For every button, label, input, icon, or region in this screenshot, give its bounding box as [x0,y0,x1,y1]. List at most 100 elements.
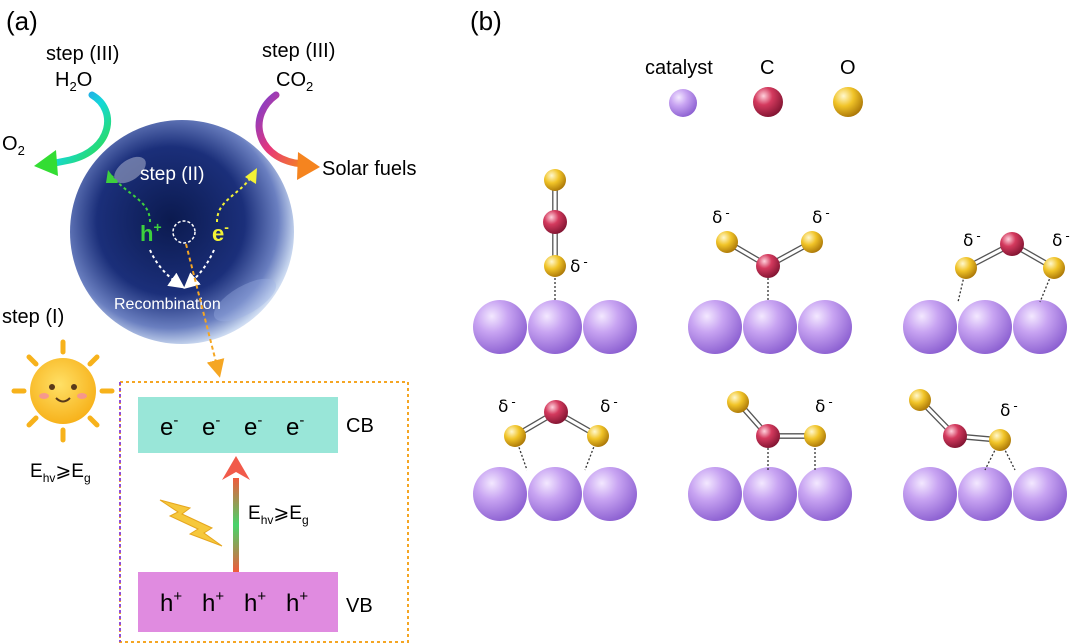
solar-fuels-label: Solar fuels [322,158,417,180]
band-energy-condition: Ehv⩾Eg [248,503,309,527]
catalyst-atom [1013,467,1067,521]
vb-hole: h+ [244,588,266,617]
legend-catalyst-swatch [669,89,697,117]
catalyst-atom [1013,300,1067,354]
step1-label: step (I) [2,306,64,328]
electron-carrier: e- [212,219,229,246]
catalyst-atom [798,467,852,521]
legend-carbon-swatch [753,87,783,117]
oxygen-atom [587,425,609,447]
partial-charge-label: δ- [712,206,730,228]
partial-charge-label: δ- [812,206,830,228]
oxygen-atom [989,429,1011,451]
h2o-label: H2O [55,69,92,94]
oxygen-atom [716,231,738,253]
adsorption-config-5: δ- [688,391,852,521]
catalyst-atom [958,467,1012,521]
oxygen-atom [955,257,977,279]
catalyst-atom [583,300,637,354]
catalyst-atom [528,300,582,354]
catalyst-atom [473,467,527,521]
carbon-atom [1000,232,1024,256]
legend-catalyst-label: catalyst [645,57,713,79]
valence-band [138,572,338,632]
adsorption-configurations: δ-δ-δ-δ-δ-δ-δ-δ-δ- [473,169,1070,521]
oxygen-atom [544,255,566,277]
oxygen-atom [727,391,749,413]
catalyst-atom [958,300,1012,354]
reduction-arrow [255,91,320,180]
sun-energy-condition: Ehv⩾Eg [30,461,91,485]
vb-hole-row: h+ h+ h+ h+ [160,588,308,617]
catalyst-atom [473,300,527,354]
legend-oxygen-swatch [833,87,863,117]
photocatalyst-sphere [70,120,294,344]
adsorption-config-6: δ- [903,389,1067,521]
catalyst-atom [688,467,742,521]
recombination-center [172,220,196,244]
partial-charge-label: δ- [1052,229,1070,251]
vb-hole: h+ [286,588,308,617]
catalyst-atom [743,467,797,521]
adsorption-config-4: δ-δ- [473,395,637,521]
cb-electron: e- [202,412,220,441]
cb-label: CB [346,415,374,437]
conduction-band [138,397,338,453]
carbon-atom [943,424,967,448]
adsorption-config-1: δ- [473,169,637,354]
oxidation-arrow [34,91,111,176]
step3-left-label: step (III) [46,43,119,65]
zoom-callout-arrow [185,243,225,378]
catalyst-atom [903,467,957,521]
carbon-atom [756,254,780,278]
step2-label: step (II) [140,164,204,185]
cb-electron: e- [244,412,262,441]
cb-electron: e- [160,412,178,441]
o2-label: O2 [2,133,25,158]
partial-charge-label: δ- [570,255,588,277]
cb-electron-row: e-e-e-e- [160,412,304,441]
adsorption-config-2: δ-δ- [688,206,852,354]
catalyst-atom [743,300,797,354]
vb-hole: h+ [202,588,224,617]
carbon-atom [544,400,568,424]
lightning-icon [159,499,223,547]
carbon-atom [756,424,780,448]
catalyst-atom [528,467,582,521]
catalyst-atom [903,300,957,354]
catalyst-atom [583,467,637,521]
vb-hole: h+ [160,588,182,617]
recombination-arrow-right [183,249,215,289]
legend-oxygen-label: O [840,57,856,79]
sun-icon [11,339,115,443]
oxygen-atom [504,425,526,447]
hole-migration-arrow [111,175,151,223]
partial-charge-label: δ- [1000,399,1018,421]
band-zoom-frame [119,381,409,643]
catalyst-atom [798,300,852,354]
adsorption-config-3: δ-δ- [903,229,1070,354]
catalyst-atom [688,300,742,354]
legend-carbon-label: C [760,57,774,79]
partial-charge-label: δ- [963,229,981,251]
partial-charge-label: δ- [498,395,516,417]
panel-b-label: (b) [470,6,502,36]
oxygen-atom [909,389,931,411]
oxygen-atom [804,425,826,447]
oxygen-atom [544,169,566,191]
panel-a-label: (a) [6,6,38,36]
partial-charge-label: δ- [815,395,833,417]
co2-label: CO2 [276,69,313,94]
recombination-label: Recombination [114,296,221,313]
cb-electron: e- [286,412,304,441]
carbon-atom [543,210,567,234]
hole-carrier: h+ [140,219,162,246]
partial-charge-label: δ- [600,395,618,417]
recombination-arrow-left [149,249,185,289]
excitation-arrow [222,456,250,572]
oxygen-atom [1043,257,1065,279]
step3-right-label: step (III) [262,40,335,62]
oxygen-atom [801,231,823,253]
vb-label: VB [346,595,373,617]
